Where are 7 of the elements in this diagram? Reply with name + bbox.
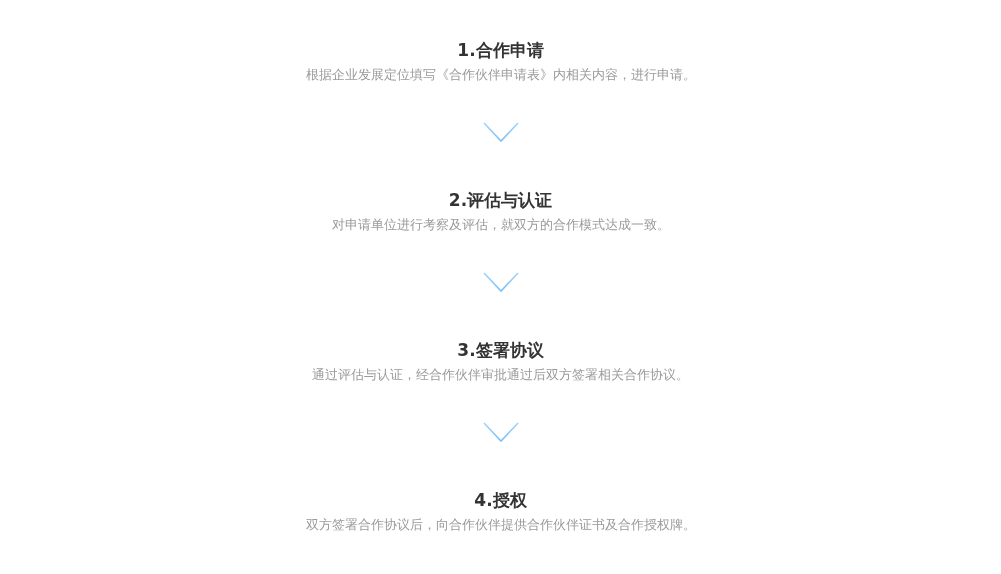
step-description: 通过评估与认证，经合作伙伴审批通过后双方签署相关合作协议。 bbox=[312, 366, 689, 384]
step-description: 双方签署合作协议后，向合作伙伴提供合作伙伴证书及合作授权牌。 bbox=[305, 516, 696, 534]
step-heading: 1.合作申请 bbox=[457, 39, 544, 62]
step-heading: 2.评估与认证 bbox=[448, 189, 553, 212]
step-heading: 4.授权 bbox=[474, 489, 527, 512]
step-description: 根据企业发展定位填写《合作伙伴申请表》内相关内容，进行申请。 bbox=[305, 66, 696, 84]
step-heading: 3.签署协议 bbox=[457, 339, 544, 362]
